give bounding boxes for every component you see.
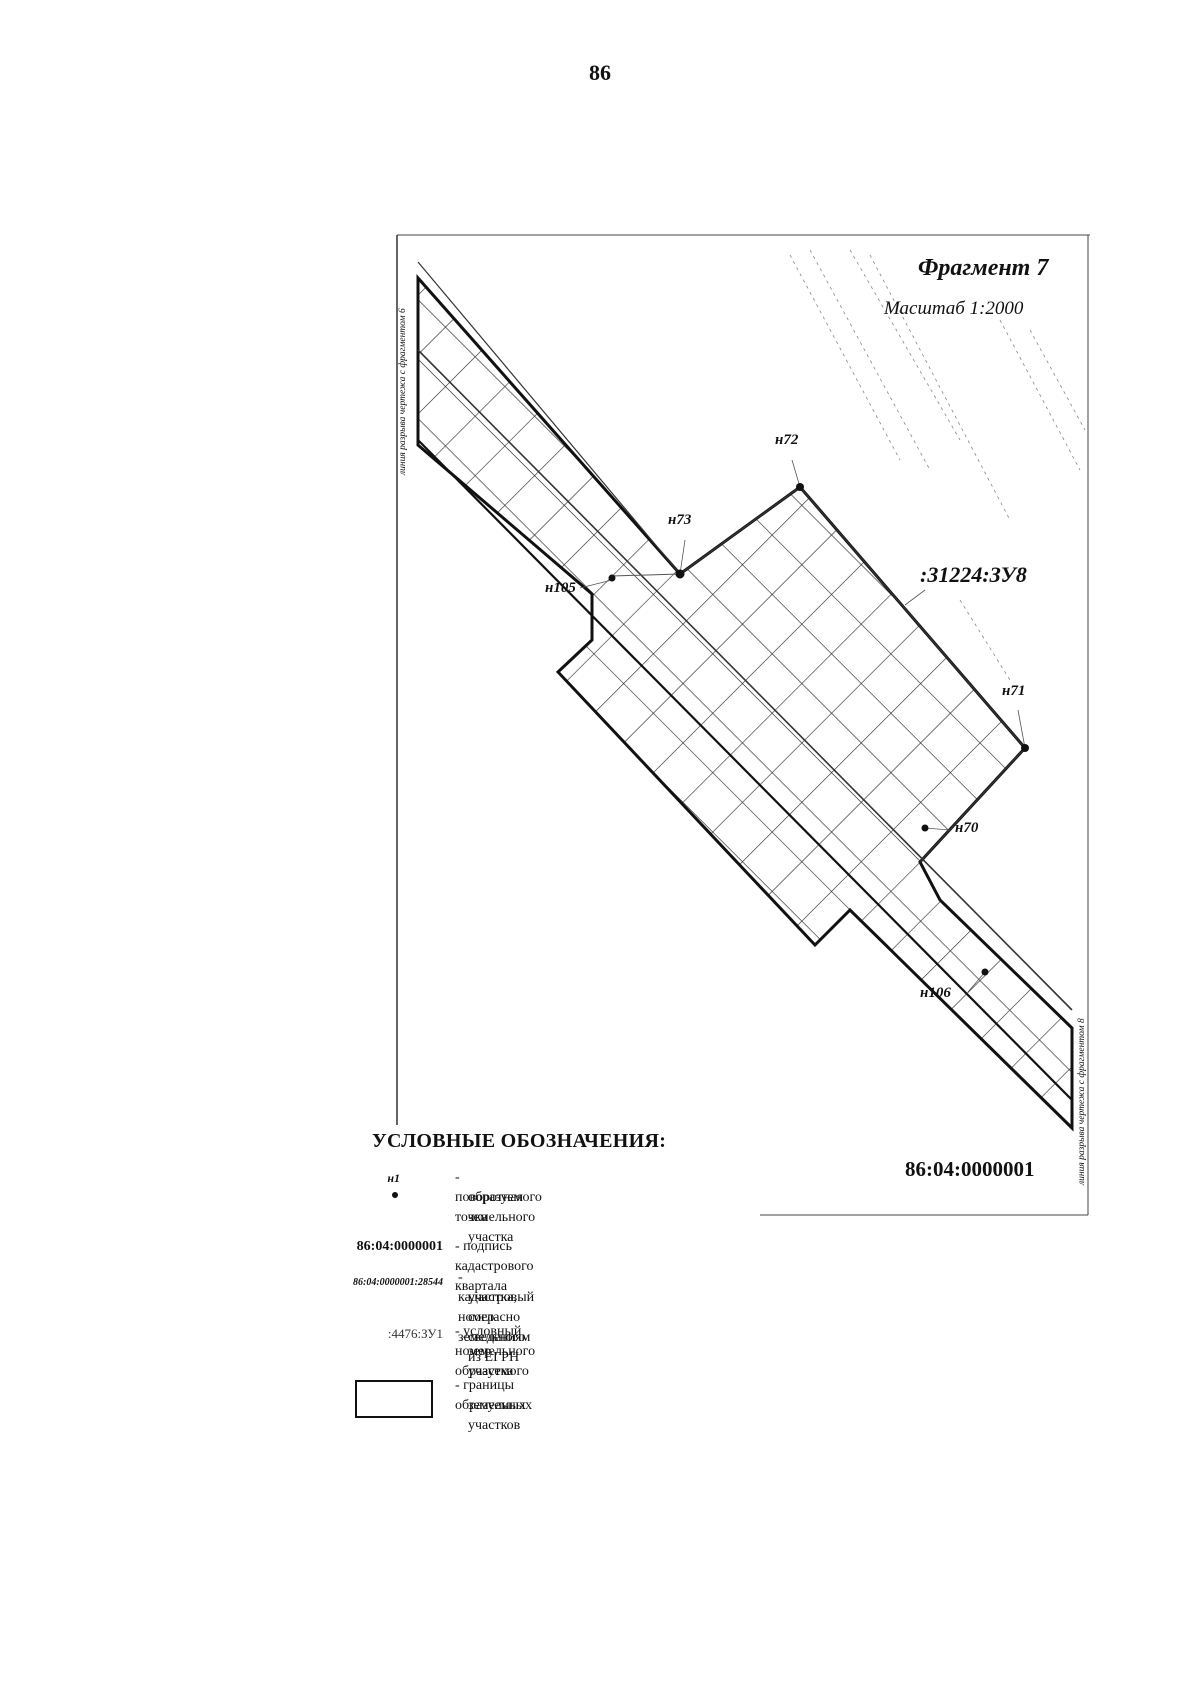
legend-symbol-point-label: н1 <box>387 1171 400 1185</box>
scale-label: Масштаб 1:2000 <box>884 298 1024 319</box>
legend-point-dot-icon <box>392 1192 398 1198</box>
legend-text-line1: - границы образуемых <box>455 1378 526 1413</box>
point-label-n105: н105 <box>545 580 576 596</box>
leader-lines <box>579 459 1026 993</box>
legend-title: УСЛОВНЫЕ ОБОЗНАЧЕНИЯ: <box>372 1130 667 1152</box>
legend-boundary-box-icon <box>355 1380 433 1418</box>
legend-text-line2: участка, согласно сведениям из ЕГРН <box>468 1290 531 1365</box>
cadastral-quarter-label: 86:04:0000001 <box>905 1157 1035 1181</box>
legend-symbol-cadastral-number: 86:04:0000001:28544 <box>353 1277 443 1288</box>
side-note-left: линия разрыва чертежа с фрагментом 6 <box>398 308 408 475</box>
point-n106-marker <box>981 968 989 976</box>
legend-text-line1: - подпись кадастрового квартала <box>455 1239 534 1294</box>
point-n105-marker <box>608 574 616 582</box>
legend-text-line2: земельного участка <box>468 1344 536 1379</box>
legend-text-line1: - условный номер образуемого <box>455 1324 529 1379</box>
side-note-right: линия разрыва чертежа с фрагментом 8 <box>1077 1018 1087 1185</box>
point-label-n72: н72 <box>775 432 799 448</box>
point-n71-marker <box>1021 744 1029 752</box>
legend-text-line2: образуемого земельного участка <box>468 1190 542 1245</box>
point-label-n70: н70 <box>955 820 979 836</box>
inner-boundary-lines <box>417 261 1073 1101</box>
point-label-n71: н71 <box>1002 683 1026 699</box>
legend-symbol-conditional-number: :4476:ЗУ1 <box>387 1326 443 1341</box>
point-label-n73: н73 <box>668 512 692 528</box>
cadastral-map <box>396 234 1090 1216</box>
legend-symbol-quarter: 86:04:0000001 <box>356 1239 443 1254</box>
page-number: 86 <box>589 60 611 85</box>
fragment-title: Фрагмент 7 <box>918 255 1049 281</box>
point-n73-marker <box>675 569 685 579</box>
point-label-n106: н106 <box>920 985 951 1001</box>
point-n70-marker <box>921 824 929 832</box>
background-lines <box>789 249 1086 681</box>
legend-text-line2: земельных участков <box>468 1398 533 1433</box>
point-n72-marker <box>796 483 804 491</box>
turning-points <box>608 483 1029 976</box>
legend-text-line1: - кадастровый номер земельного <box>458 1270 535 1345</box>
legend-text-line1: - поворотная точка <box>455 1170 524 1225</box>
parcel-conditional-number: :31224:ЗУ8 <box>920 562 1027 587</box>
